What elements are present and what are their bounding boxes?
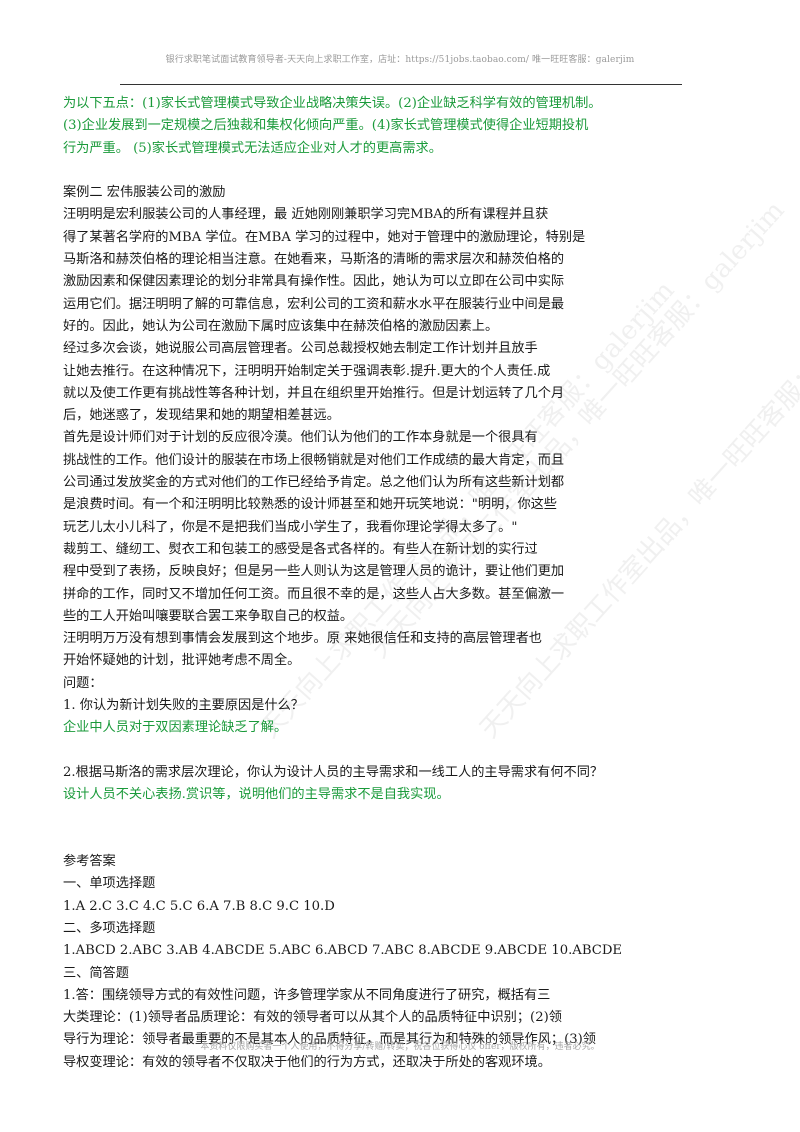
text-line: 1.答：围绕领导方式的有效性问题，许多管理学家从不同角度进行了研究，概括有三 [63, 987, 551, 1003]
answer-line: 设计人员不关心表扬.赏识等，说明他们的主导需求不是自我实现。 [63, 787, 450, 803]
text-line [63, 829, 753, 851]
answer-line: 企业中人员对于双因素理论缺乏了解。 [63, 720, 288, 736]
text-line: 公司通过发放奖金的方式对他们的工作已经给予肯定。总之他们认为所有这些新计划都 [63, 475, 565, 491]
text-line: 经过多次会谈，她说服公司高层管理者。公司总裁授权她去制定工作计划并且放手 [63, 341, 538, 357]
text-line: 问题： [63, 675, 103, 691]
text-line: 裁剪工、缝纫工、熨衣工和包装工的感受是各式各样的。有些人在新计划的实行过 [63, 541, 538, 557]
answer-line: 为以下五点：(1)家长式管理模式导致企业战略决策失误。(2)企业缺乏科学有效的管… [63, 96, 602, 111]
answer-line: (3)企业发展到一定规模之后独裁和集权化倾向严重。(4)家长式管理模式使得企业短… [63, 118, 589, 134]
text-line: 运用它们。据汪明明了解的可靠信息，宏利公司的工资和薪水水平在服装行业中间是最 [63, 296, 565, 312]
text-line: 玩艺儿太小儿科了，你是不是把我们当成小学生了，我看你理论学得太多了。" [63, 519, 518, 535]
text-line [63, 160, 753, 182]
text-line: 二、多项选择题 [63, 920, 156, 936]
text-line [63, 740, 753, 762]
text-line: 程中受到了表扬，反映良好；但是另一些人则认为这是管理人员的诡计，要让他们更加 [63, 564, 565, 580]
text-line: 1.A 2.C 3.C 4.C 5.C 6.A 7.B 8.C 9.C 10.D [63, 898, 335, 914]
text-line: 2.根据马斯洛的需求层次理论，你认为设计人员的主导需求和一线工人的主导需求有何不… [63, 764, 604, 780]
text-line: 马斯洛和赫茨伯格的理论相当注意。在她看来，马斯洛的清晰的需求层次和赫茨伯格的 [63, 252, 565, 268]
page-footer: 本资料仅限购买者一个人使用，不得分享/转赠/转卖；祝各位获得心仪 offer，版… [200, 1042, 600, 1052]
text-line: 参考答案 [63, 854, 116, 870]
text-line: 后，她迷惑了，发现结果和她的期望相差甚远。 [63, 408, 340, 424]
text-line: 一、单项选择题 [63, 876, 156, 892]
answer-line: 行为严重。 (5)家长式管理模式无法适应企业对人才的更高需求。 [63, 140, 442, 156]
text-line: 导权变理论：有效的领导者不仅取决于他们的行为方式，还取决于所处的客观环境。 [63, 1054, 551, 1070]
text-line: 是浪费时间。有一个和汪明明比较熟悉的设计师甚至和她开玩笑地说："明明，你这些 [63, 497, 557, 513]
text-line: 首先是设计师们对于计划的反应很冷漠。他们认为他们的工作本身就是一个很具有 [63, 430, 538, 446]
text-line: 激励因素和保健因素理论的划分非常具有操作性。因此，她认为可以立即在公司中实际 [63, 274, 565, 290]
document-body: 为以下五点：(1)家长式管理模式导致企业战略决策失误。(2)企业缺乏科学有效的管… [63, 93, 753, 1074]
text-line: 好的。因此，她认为公司在激励下属时应该集中在赫茨伯格的激励因素上。 [63, 318, 499, 334]
text-line: 1.ABCD 2.ABC 3.AB 4.ABCDE 5.ABC 6.ABCD 7… [63, 943, 623, 959]
text-line: 开始怀疑她的计划，批评她考虑不周全。 [63, 653, 301, 669]
text-line [63, 807, 753, 829]
page-header: 银行求职笔试面试教育领导者-天天向上求职工作室，店址：https://51job… [165, 55, 635, 65]
text-line: 大类理论：(1)领导者品质理论：有效的领导者可以从其个人的品质特征中识别；(2)… [63, 1010, 562, 1026]
text-line: 导行为理论：领导者最重要的不是其本人的品质特征，而是其行为和特殊的领导作风；(3… [63, 1032, 596, 1048]
text-line: 让她去推行。在这种情况下，汪明明开始制定关于强调表彰.提升.更大的个人责任.成 [63, 363, 551, 379]
text-line: 三、简答题 [63, 965, 129, 981]
text-line: 些的工人开始叫嚷要联合罢工来争取自己的权益。 [63, 608, 354, 624]
text-line: 汪明明是宏利服装公司的人事经理，最 近她刚刚兼职学习完MBA的所有课程并且获 [63, 207, 549, 223]
text-line: 案例二 宏伟服装公司的激励 [63, 185, 226, 201]
text-line: 拼命的工作，同时又不增加任何工资。而且很不幸的是，这些人占大多数。甚至偏激一 [63, 586, 565, 602]
text-line: 汪明明万万没有想到事情会发展到这个地步。原 来她很信任和支持的高层管理者也 [63, 631, 542, 647]
text-line: 1. 你认为新计划失败的主要原因是什么？ [63, 698, 304, 714]
text-line: 得了某著名学府的MBA 学位。在MBA 学习的过程中，她对于管理中的激励理论，特… [63, 229, 586, 245]
text-line: 挑战性的工作。他们设计的服装在市场上很畅销就是对他们工作成绩的最大肯定，而且 [63, 452, 565, 468]
header-divider [120, 84, 682, 85]
text-line: 就以及使工作更有挑战性等各种计划，并且在组织里开始推行。但是计划运转了几个月 [63, 385, 565, 401]
